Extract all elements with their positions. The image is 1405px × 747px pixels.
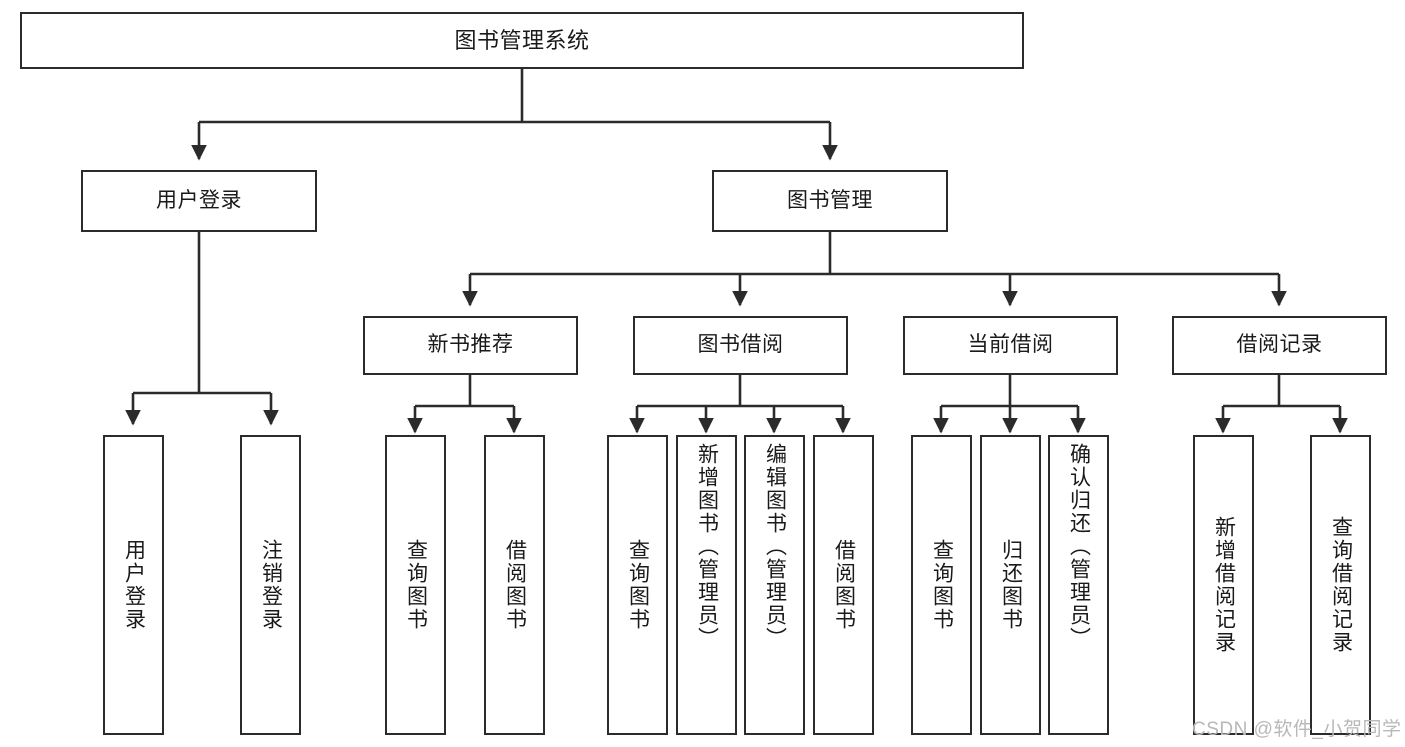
csdn-watermark-text: CSDN @软件_小贺同学 [1192, 719, 1402, 740]
leaf-query-book-2-label: 查询图书 [626, 539, 650, 631]
node-root[interactable]: 图书管理系统 [20, 12, 1024, 69]
leaf-add-book[interactable]: 新增图书（管理员） [676, 435, 737, 735]
leaf-edit-book-label: 编辑图书（管理员） [763, 443, 787, 650]
leaf-logout-login[interactable]: 注销登录 [240, 435, 301, 735]
leaf-add-record[interactable]: 新增借阅记录 [1193, 435, 1254, 735]
leaf-add-book-label: 新增图书（管理员） [695, 443, 719, 650]
node-borrow-record[interactable]: 借阅记录 [1172, 316, 1387, 375]
node-book-manage-label: 图书管理 [787, 188, 873, 212]
leaf-borrow-book-1[interactable]: 借阅图书 [484, 435, 545, 735]
leaf-confirm-return-label: 确认归还（管理员） [1067, 443, 1091, 650]
leaf-return-book-label: 归还图书 [999, 539, 1023, 631]
leaf-confirm-return[interactable]: 确认归还（管理员） [1048, 435, 1109, 735]
node-current-borrow-label: 当前借阅 [967, 333, 1054, 357]
leaf-borrow-book-1-label: 借阅图书 [503, 539, 527, 631]
leaf-query-book-1[interactable]: 查询图书 [385, 435, 446, 735]
node-book-manage[interactable]: 图书管理 [712, 170, 948, 232]
csdn-watermark: CSDN @软件_小贺同学 [1192, 714, 1401, 741]
node-user-login[interactable]: 用户登录 [81, 170, 317, 232]
node-borrow-record-label: 借阅记录 [1236, 333, 1323, 357]
node-new-book-rec-label: 新书推荐 [427, 333, 514, 357]
node-root-label: 图书管理系统 [454, 27, 590, 53]
leaf-query-book-3[interactable]: 查询图书 [911, 435, 972, 735]
leaf-query-book-1-label: 查询图书 [404, 539, 428, 631]
leaf-return-book[interactable]: 归还图书 [980, 435, 1041, 735]
leaf-query-book-3-label: 查询图书 [930, 539, 954, 631]
leaf-borrow-book-2[interactable]: 借阅图书 [813, 435, 874, 735]
leaf-query-record[interactable]: 查询借阅记录 [1310, 435, 1371, 735]
node-new-book-rec[interactable]: 新书推荐 [363, 316, 578, 375]
node-book-borrow-label: 图书借阅 [697, 333, 784, 357]
leaf-user-login-label: 用户登录 [122, 539, 146, 631]
leaf-edit-book[interactable]: 编辑图书（管理员） [744, 435, 805, 735]
leaf-query-record-label: 查询借阅记录 [1329, 516, 1353, 654]
leaf-logout-login-label: 注销登录 [259, 539, 283, 631]
node-book-borrow[interactable]: 图书借阅 [633, 316, 848, 375]
leaf-user-login[interactable]: 用户登录 [103, 435, 164, 735]
leaf-borrow-book-2-label: 借阅图书 [832, 539, 856, 631]
node-current-borrow[interactable]: 当前借阅 [903, 316, 1118, 375]
leaf-add-record-label: 新增借阅记录 [1212, 516, 1236, 654]
leaf-query-book-2[interactable]: 查询图书 [607, 435, 668, 735]
node-user-login-label: 用户登录 [156, 188, 242, 212]
